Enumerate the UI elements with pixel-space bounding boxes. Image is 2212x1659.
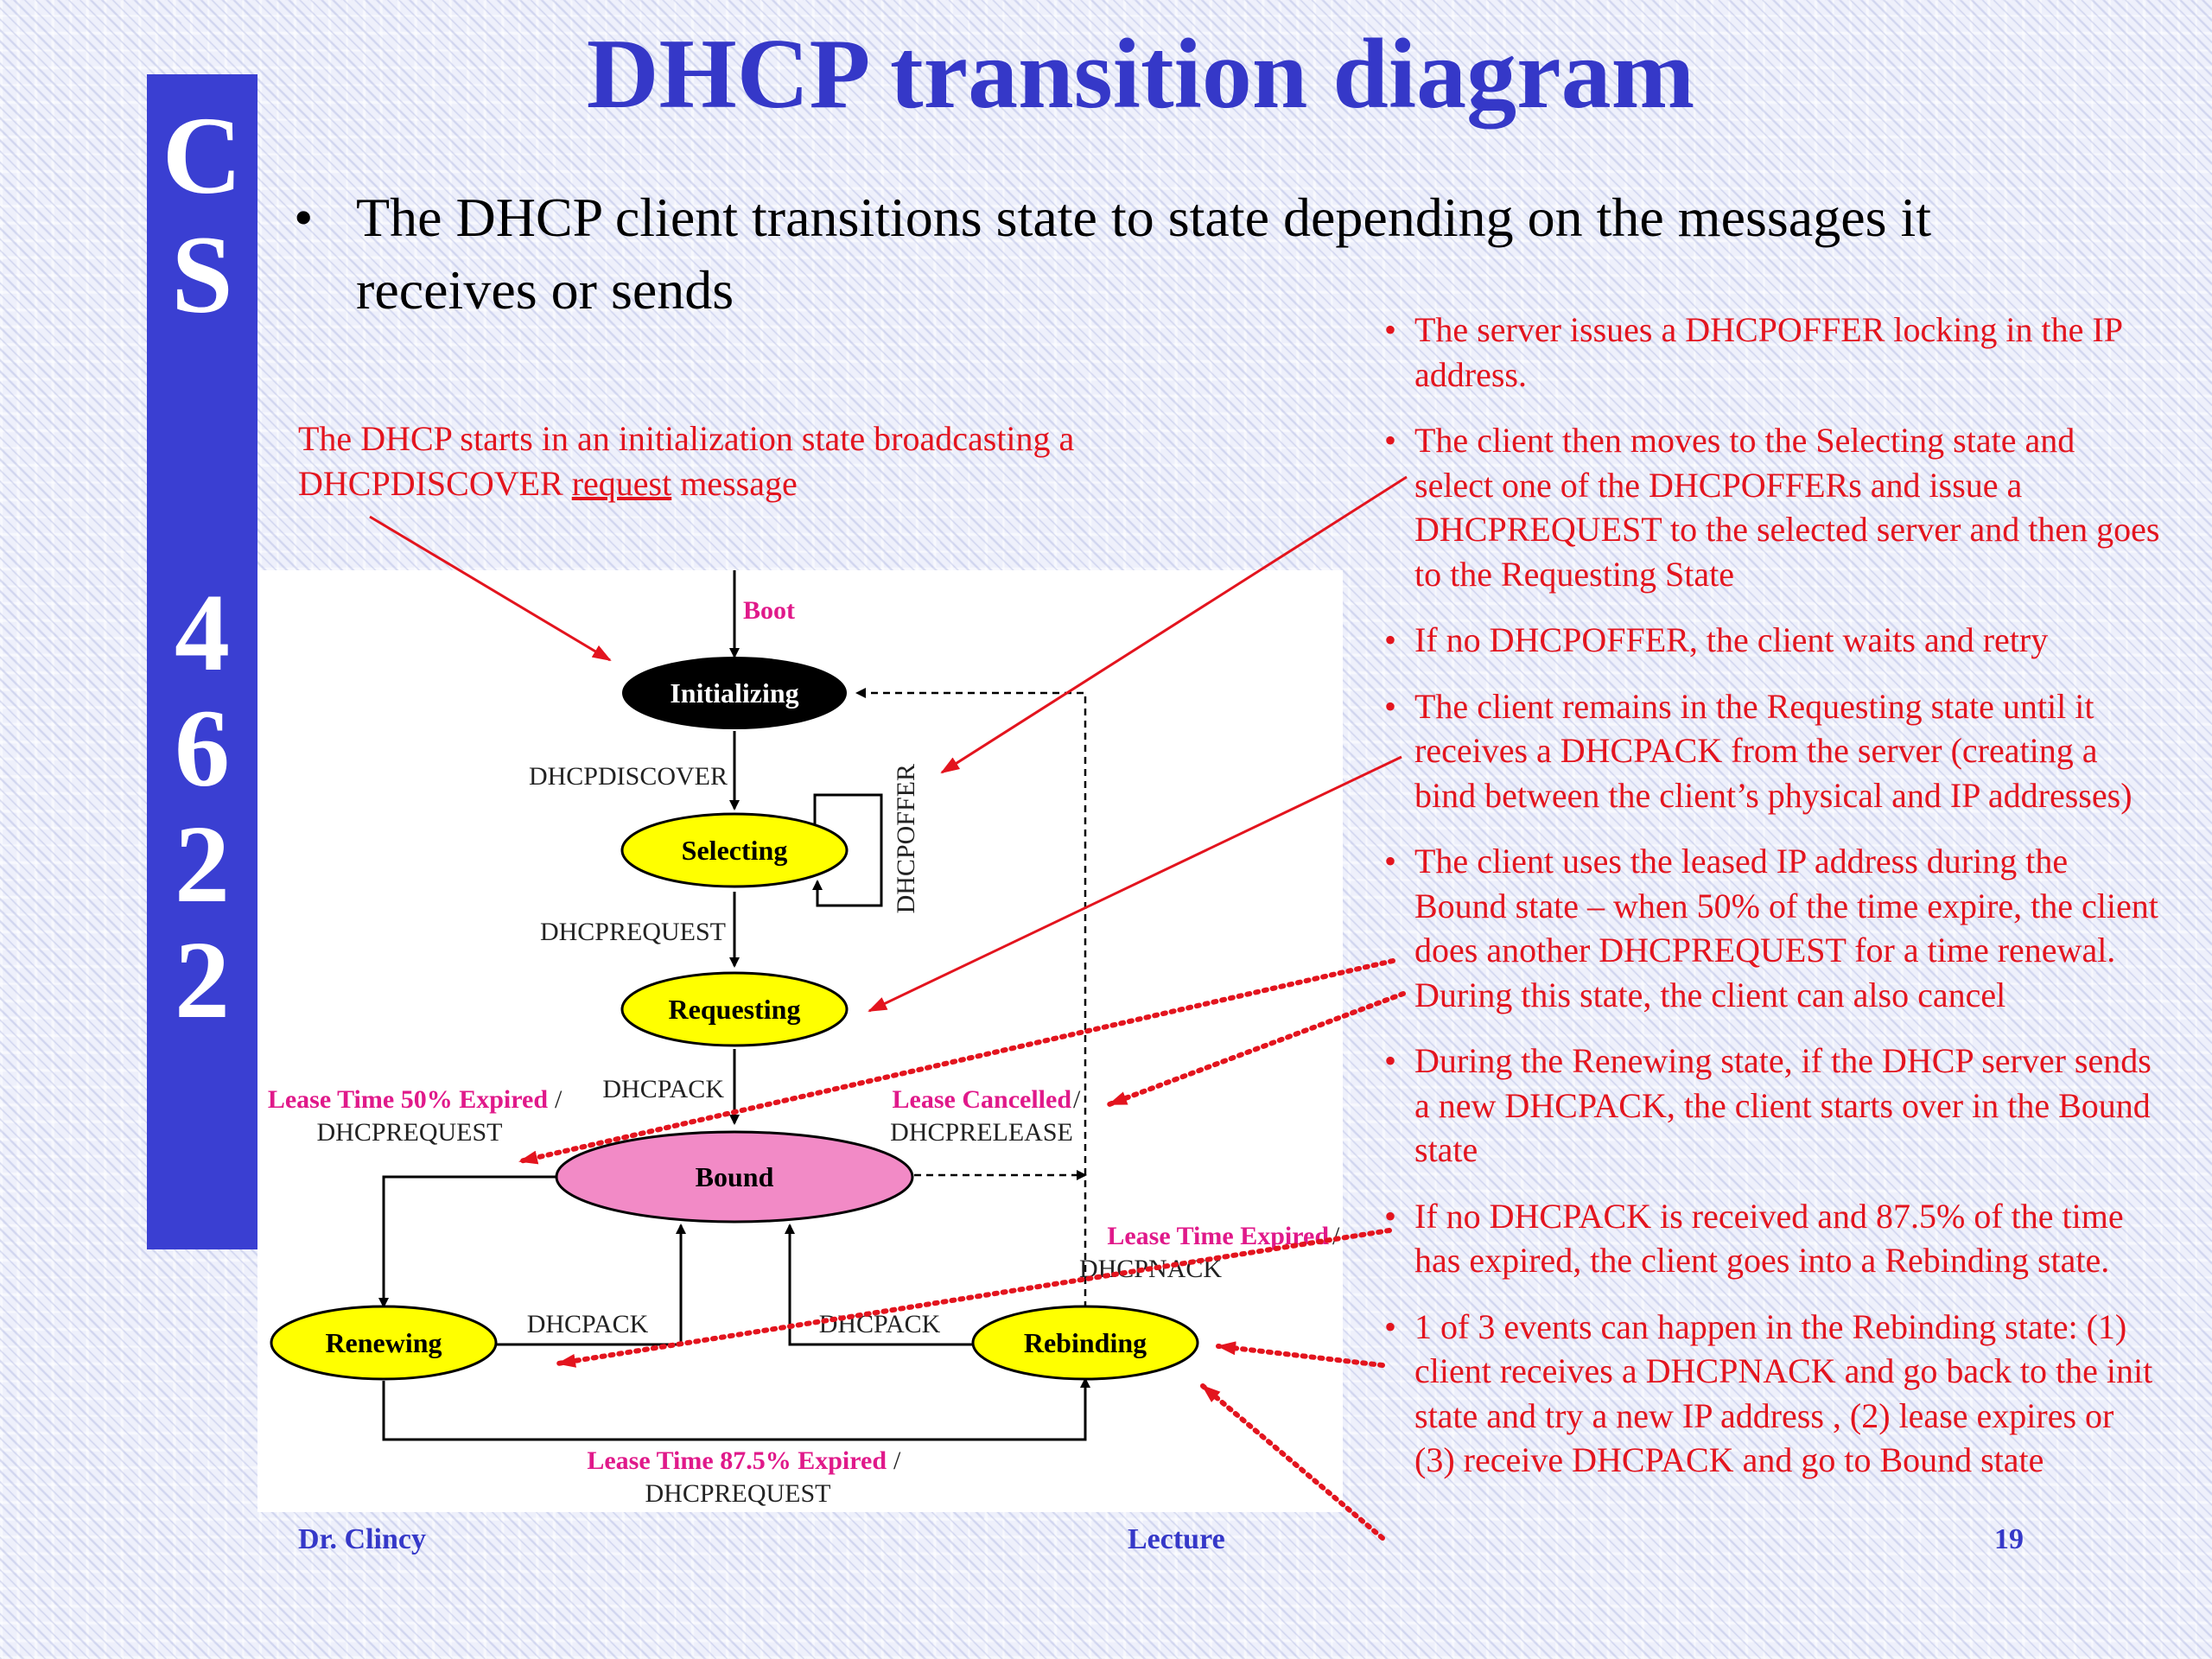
note-item: • If no DHCPOFFER, the client waits and r… [1384, 618, 2162, 663]
note-bullet: • [1384, 842, 1397, 880]
bullet-dot: • [294, 187, 314, 248]
label-slash: / [1073, 1085, 1081, 1114]
dhcp-state-diagram: Initializing Selecting Requesting Bound … [257, 569, 1343, 1512]
label-cancel-msg: DHCPRELEASE [890, 1118, 1073, 1147]
note-text: If no DHCPOFFER, the client waits and re… [1414, 620, 2049, 659]
label-boot: Boot [743, 596, 795, 625]
note-bullet: • [1384, 1041, 1397, 1080]
state-selecting [620, 812, 849, 888]
init-note-tail: message [671, 464, 798, 503]
main-bullet-text: The DHCP client transitions state to sta… [356, 187, 1932, 321]
note-item: • The client remains in the Requesting st… [1384, 684, 2162, 818]
sidebar-letter: 4 [175, 571, 230, 694]
main-bullet: • The DHCP client transitions state to s… [294, 181, 2091, 327]
note-item: • The client then moves to the Selecting … [1384, 418, 2162, 596]
init-note: The DHCP starts in an initialization sta… [298, 416, 1162, 506]
note-bullet: • [1384, 310, 1397, 349]
slide-title: DHCP transition diagram [586, 19, 1695, 130]
sidebar-letter: C [162, 94, 243, 217]
note-bullet: • [1384, 686, 1397, 726]
note-text: 1 of 3 events can happen in the Rebindin… [1414, 1306, 2153, 1480]
note-item: • 1 of 3 events can happen in the Rebindi… [1384, 1305, 2162, 1483]
renewing-to-rebinding [382, 1377, 1090, 1441]
label-expired-msg: DHCPNACK [1079, 1255, 1222, 1283]
label-renew-ack: DHCPACK [527, 1310, 649, 1338]
state-rebinding-label: Rebinding [1024, 1327, 1147, 1358]
label-cancel-event: Lease Cancelled [893, 1085, 1072, 1114]
footer-author: Dr. Clincy [298, 1523, 426, 1555]
label-expired-event: Lease Time Expired [1107, 1222, 1329, 1250]
right-notes: • The server issues a DHCPOFFER locking i… [1384, 308, 2162, 1504]
label-rebind-ack: DHCPACK [819, 1310, 941, 1338]
state-renewing [270, 1305, 498, 1381]
sidebar-letter: 6 [175, 687, 230, 810]
bound-to-renewing [378, 1175, 558, 1308]
note-item: • The client uses the leased IP address d… [1384, 839, 2162, 1017]
note-text: If no DHCPACK is received and 87.5% of t… [1414, 1196, 2124, 1281]
note-text: The client then moves to the Selecting s… [1414, 421, 2160, 594]
state-requesting-label: Requesting [669, 994, 801, 1025]
sidebar-letter: 2 [175, 918, 230, 1041]
label-lease875-msg: DHCPREQUEST [645, 1479, 830, 1508]
state-selecting-label: Selecting [682, 835, 788, 866]
note-text: The server issues a DHCPOFFER locking in… [1414, 310, 2122, 394]
label-slash: / [893, 1446, 901, 1475]
note-bullet: • [1384, 421, 1397, 460]
note-item: • The server issues a DHCPOFFER locking i… [1384, 308, 2162, 397]
label-slash: / [555, 1085, 563, 1114]
state-renewing-label: Renewing [325, 1327, 442, 1358]
footer-lecture: Lecture [1128, 1523, 1225, 1555]
state-bound-label: Bound [696, 1161, 774, 1192]
note-bullet: • [1384, 620, 1397, 659]
label-lease875-event: Lease Time 87.5% Expired [587, 1446, 887, 1475]
return-to-init-dashed [855, 688, 1087, 1308]
note-text: The client uses the leased IP address du… [1414, 842, 2158, 1014]
label-slash: / [1332, 1222, 1340, 1250]
note-bullet: • [1384, 1196, 1397, 1236]
label-dhcpack: DHCPACK [602, 1075, 724, 1103]
note-text: The client remains in the Requesting sta… [1414, 686, 2133, 815]
label-lease50-event: Lease Time 50% Expired [268, 1085, 549, 1114]
state-initializing [622, 657, 847, 729]
note-bullet: • [1384, 1306, 1397, 1346]
init-note-underlined: request [571, 464, 672, 503]
page-number: 19 [1994, 1523, 2024, 1555]
init-note-text: The DHCP starts in an initialization sta… [298, 419, 1075, 503]
state-initializing-label: Initializing [670, 677, 798, 709]
course-sidebar: C S 4 6 2 2 [147, 74, 257, 1249]
note-item: • If no DHCPACK is received and 87.5% of … [1384, 1194, 2162, 1283]
note-item: • During the Renewing state, if the DHCP … [1384, 1039, 2162, 1173]
label-dhcpoffer: DHCPOFFER [892, 764, 920, 913]
label-lease50-msg: DHCPREQUEST [316, 1118, 502, 1147]
sidebar-letter: S [171, 213, 233, 336]
label-dhcpdiscover: DHCPDISCOVER [529, 762, 728, 791]
note-text: During the Renewing state, if the DHCP s… [1414, 1041, 2152, 1169]
label-dhcprequest: DHCPREQUEST [540, 918, 726, 946]
sidebar-letter: 2 [175, 803, 230, 925]
